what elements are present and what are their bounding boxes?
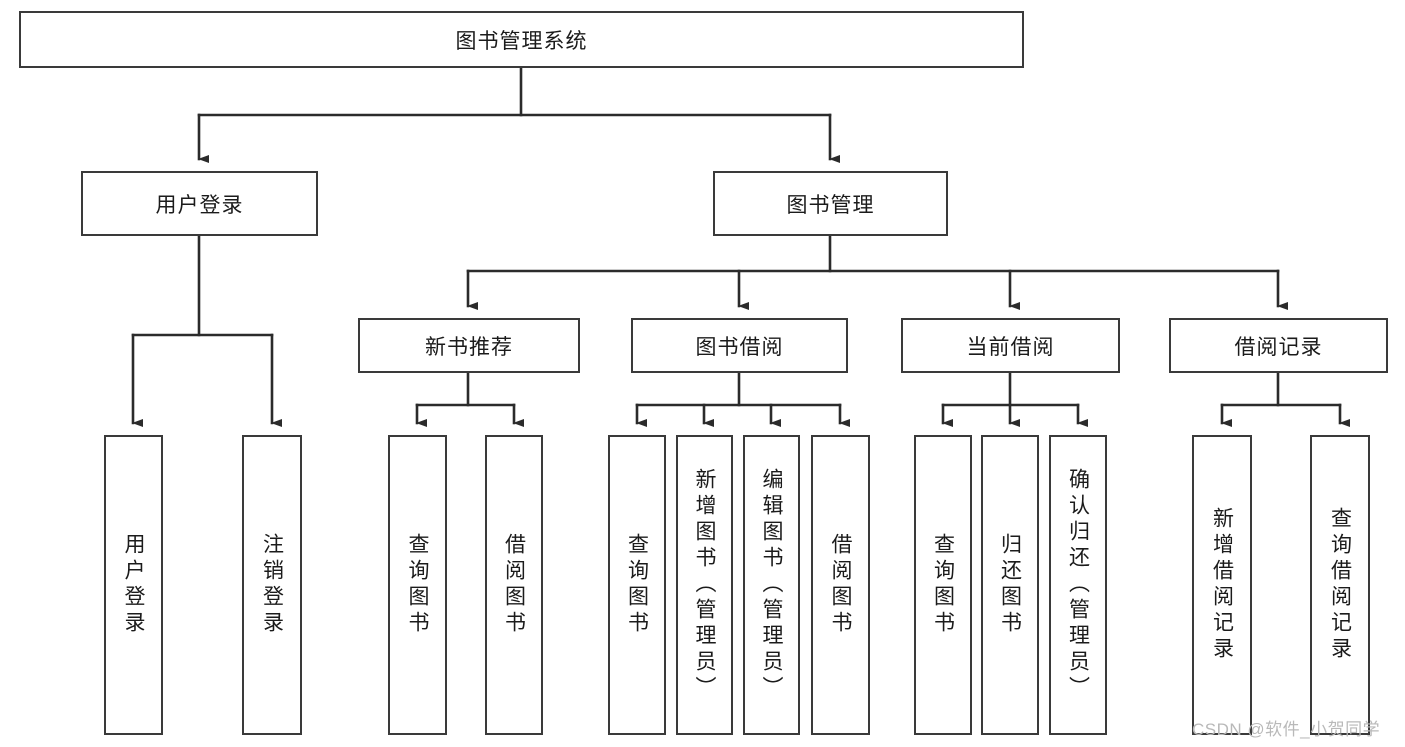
node-label: 图书管理系统 xyxy=(455,29,588,53)
node-level3-当前借阅-2[interactable]: 当前借阅 xyxy=(901,318,1120,373)
node-label: 借阅图书 xyxy=(829,533,852,637)
node-label: 归还图书 xyxy=(998,533,1022,637)
node-level3-图书借阅-1[interactable]: 图书借阅 xyxy=(631,318,848,373)
node-leaf-用户登录-0[interactable]: 用户登录 xyxy=(104,435,163,735)
node-leaf-借阅图书-3[interactable]: 借阅图书 xyxy=(485,435,543,735)
node-leaf-新增借阅记录-11[interactable]: 新增借阅记录 xyxy=(1192,435,1252,735)
node-label: 图书借阅 xyxy=(695,335,784,359)
node-leaf-查询图书-2[interactable]: 查询图书 xyxy=(388,435,447,735)
node-level3-借阅记录-3[interactable]: 借阅记录 xyxy=(1169,318,1388,373)
node-leaf-编辑图书管理员-6[interactable]: 编辑图书（管理员） xyxy=(743,435,800,735)
node-label: 当前借阅 xyxy=(966,335,1055,359)
node-label: 查询借阅记录 xyxy=(1328,507,1352,663)
node-label: 查询图书 xyxy=(406,533,429,637)
node-leaf-确认归还管理员-10[interactable]: 确认归还（管理员） xyxy=(1049,435,1107,735)
node-label: 新增图书（管理员） xyxy=(693,468,716,702)
node-label: 新书推荐 xyxy=(425,335,513,359)
node-root-图书管理系统[interactable]: 图书管理系统 xyxy=(19,11,1024,68)
node-label: 图书管理 xyxy=(786,193,875,217)
node-level2-用户登录-0[interactable]: 用户登录 xyxy=(81,171,318,236)
node-leaf-借阅图书-7[interactable]: 借阅图书 xyxy=(811,435,870,735)
node-label: 确认归还（管理员） xyxy=(1066,468,1090,702)
node-leaf-归还图书-9[interactable]: 归还图书 xyxy=(981,435,1039,735)
node-leaf-查询借阅记录-12[interactable]: 查询借阅记录 xyxy=(1310,435,1370,735)
node-label: 查询图书 xyxy=(625,533,649,637)
csdn-watermark: CSDN @软件_小贺同学 xyxy=(1192,720,1381,739)
node-label: 注销登录 xyxy=(260,533,284,637)
node-label: 编辑图书（管理员） xyxy=(760,468,783,702)
node-level2-图书管理-1[interactable]: 图书管理 xyxy=(713,171,948,236)
node-label: 用户登录 xyxy=(155,193,244,217)
node-label: 借阅图书 xyxy=(502,533,526,637)
node-label: 查询图书 xyxy=(931,533,955,637)
node-label: 借阅记录 xyxy=(1234,335,1323,359)
node-level3-新书推荐-0[interactable]: 新书推荐 xyxy=(358,318,580,373)
node-label: 新增借阅记录 xyxy=(1210,507,1234,663)
node-leaf-新增图书管理员-5[interactable]: 新增图书（管理员） xyxy=(676,435,733,735)
node-leaf-查询图书-8[interactable]: 查询图书 xyxy=(914,435,972,735)
node-leaf-查询图书-4[interactable]: 查询图书 xyxy=(608,435,666,735)
node-leaf-注销登录-1[interactable]: 注销登录 xyxy=(242,435,302,735)
node-label: 用户登录 xyxy=(122,533,145,637)
